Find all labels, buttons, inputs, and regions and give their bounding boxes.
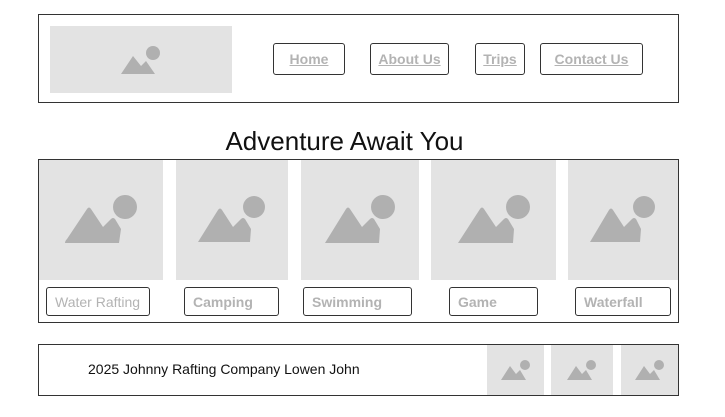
image-placeholder-icon [65,195,137,243]
card-image-water-rafting [39,160,163,280]
image-placeholder-icon [198,196,265,242]
footer-image-1 [487,345,544,395]
card-button-water-rafting[interactable]: Water Rafting [46,287,150,316]
card-button-waterfall[interactable]: Waterfall [575,287,671,316]
card-image-waterfall [568,160,678,280]
page-title: Adventure Await You [0,126,725,157]
footer-copyright-text: 2025 Johnny Rafting Company Lowen John [88,361,360,377]
card-button-camping[interactable]: Camping [184,287,279,316]
nav-contact-us-button[interactable]: Contact Us [540,43,643,75]
footer-image-2 [551,345,613,395]
footer-image-3 [621,345,678,395]
card-image-swimming [301,160,419,280]
image-placeholder-icon [590,196,655,242]
nav-trips-button[interactable]: Trips [475,43,525,75]
image-placeholder-icon [457,195,530,243]
nav-home-button[interactable]: Home [273,43,345,75]
card-image-camping [176,160,288,280]
image-placeholder-icon [121,45,160,74]
card-button-game[interactable]: Game [449,287,538,316]
card-button-swimming[interactable]: Swimming [303,287,412,316]
image-placeholder-icon [567,360,596,380]
image-placeholder-icon [634,360,664,380]
image-placeholder-icon [500,360,530,380]
page-title-text: Adventure Await You [225,126,464,156]
card-image-game [431,160,556,280]
logo-placeholder [50,26,232,93]
image-placeholder-icon [325,195,395,243]
nav-about-us-button[interactable]: About Us [370,43,449,75]
